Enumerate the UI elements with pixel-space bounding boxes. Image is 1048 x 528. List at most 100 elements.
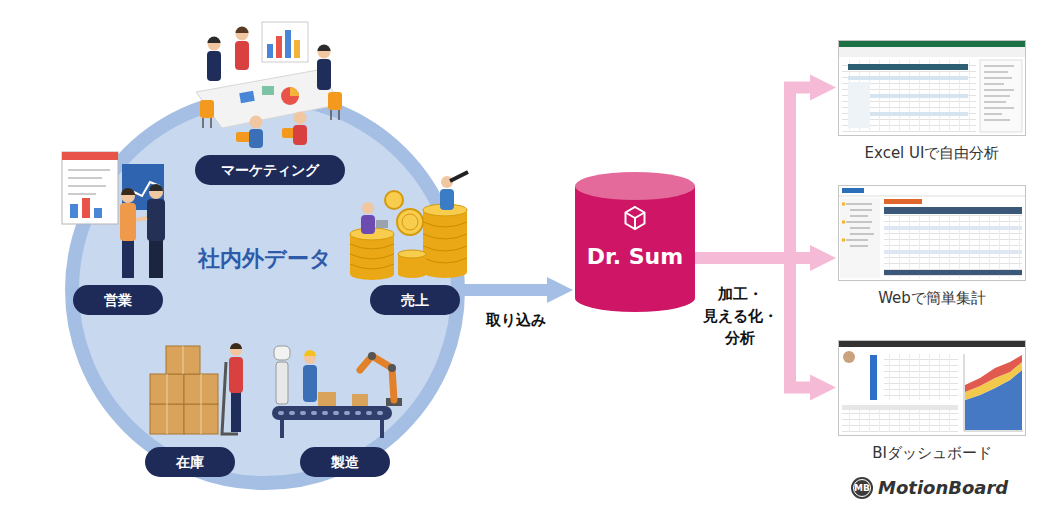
presentation-illustration [62,152,118,224]
sales-coins-illustration [423,210,467,272]
meeting-illustration [290,87,299,96]
sales-coins-illustration [350,244,394,269]
inventory-illustration [167,346,201,434]
manufacturing-illustration [352,394,368,406]
presentation-illustration [149,240,163,278]
manufacturing-illustration [272,346,402,438]
category-pill: 営業 [73,285,163,315]
web-screenshot [839,186,1026,281]
presentation-illustration [68,170,110,194]
manufacturing-illustration [304,350,316,356]
sales-coins-illustration [350,234,394,274]
presentation-illustration [62,152,165,278]
presentation-illustration [94,208,102,218]
sales-coins-illustration [398,270,426,278]
product-logo-icon [626,207,645,229]
manufacturing-illustration [304,352,316,364]
category-pill: 在庫 [145,447,235,477]
presentation-illustration [126,182,160,202]
bi-dashboard-screenshot [843,351,855,363]
manufacturing-illustration [303,365,317,402]
logo-text: MB [854,483,870,494]
node-text: 社内外データ [65,245,465,273]
meeting-illustration [203,110,339,128]
bi-dashboard-screenshot [842,405,958,432]
meeting-illustration [317,59,331,90]
web-screenshot [840,198,880,278]
sales-coins-illustration [423,266,467,278]
inventory-illustration [150,404,184,434]
excel-screenshot [980,60,1022,132]
presentation-illustration [122,240,134,278]
flow-arrow [459,284,547,296]
bi-dashboard-screenshot [870,355,877,400]
web-screenshot [884,207,1022,214]
excel-screenshot [839,47,1025,57]
inventory-illustration [222,362,238,434]
web-screenshot [839,186,1026,281]
presentation-illustration [149,185,163,199]
edge-label: 取り込み [486,310,546,330]
sales-coins-illustration [441,176,453,188]
meeting-illustration [196,22,342,148]
sales-coins-illustration [398,250,426,258]
excel-screenshot [839,41,1026,136]
meeting-illustration [267,44,273,58]
presentation-illustration [82,198,90,218]
presentation-illustration [149,184,163,191]
inventory-illustration [150,343,243,434]
output-screenshot: Webで簡単集計 [838,185,1026,310]
manufacturing-illustration [272,406,392,420]
bi-dashboard-screenshot [965,355,1022,392]
logo-text: MB [854,483,870,494]
motionboard-logo [854,480,871,497]
meeting-illustration [208,38,221,51]
manufacturing-illustration [386,398,402,406]
presentation-illustration [122,164,164,210]
manufacturing-illustration [388,364,396,372]
inventory-illustration [184,404,218,434]
meeting-illustration [196,70,342,128]
node-text: Webで簡単集計 [878,289,986,308]
node-text: BIダッシュボード [872,444,992,463]
product-logo-icon [626,207,645,229]
sales-coins-illustration [350,172,468,280]
database-cylinder [575,172,695,312]
meeting-illustration [236,132,252,142]
node-text: 営業 [104,291,132,309]
web-screenshot [884,207,1022,278]
manufacturing-illustration [368,352,376,360]
web-screenshot [842,188,864,193]
process-note: 加工・ 見える化・ 分析 [698,283,782,349]
data-source-circle: 社内外データマーケティング営業売上在庫製造 [65,90,465,490]
inventory-illustration [166,346,200,374]
web-screenshot [884,250,1022,254]
sales-coins-illustration [397,209,423,235]
meeting-illustration [328,92,342,110]
excel-screenshot [839,41,1026,136]
meeting-illustration [239,91,255,103]
sales-coins-illustration [423,222,467,263]
meeting-illustration [318,46,331,59]
bi-dashboard-screenshot [842,405,958,410]
excel-screenshot [839,41,1025,47]
bi-dashboard-screenshot [839,341,1026,436]
presentation-illustration [120,203,136,241]
meeting-illustration [236,27,249,33]
node-text: Excel UIで自由分析 [865,144,1000,163]
meeting-illustration [318,45,331,51]
excel-screenshot [848,64,968,70]
category-pill: マーケティング [195,155,345,185]
category-pill: 製造 [300,447,390,477]
manufacturing-illustration [318,392,336,406]
manufacturing-illustration [282,420,382,438]
motionboard-logo [851,477,873,499]
manufacturing-illustration [360,356,394,400]
excel-screenshot [842,60,976,132]
sales-coins-illustration [385,191,403,209]
excel-screenshot [848,82,870,128]
flow-arrow [694,258,810,388]
meeting-illustration [250,116,263,129]
presentation-illustration [70,204,78,218]
node-text: 製造 [331,453,359,471]
